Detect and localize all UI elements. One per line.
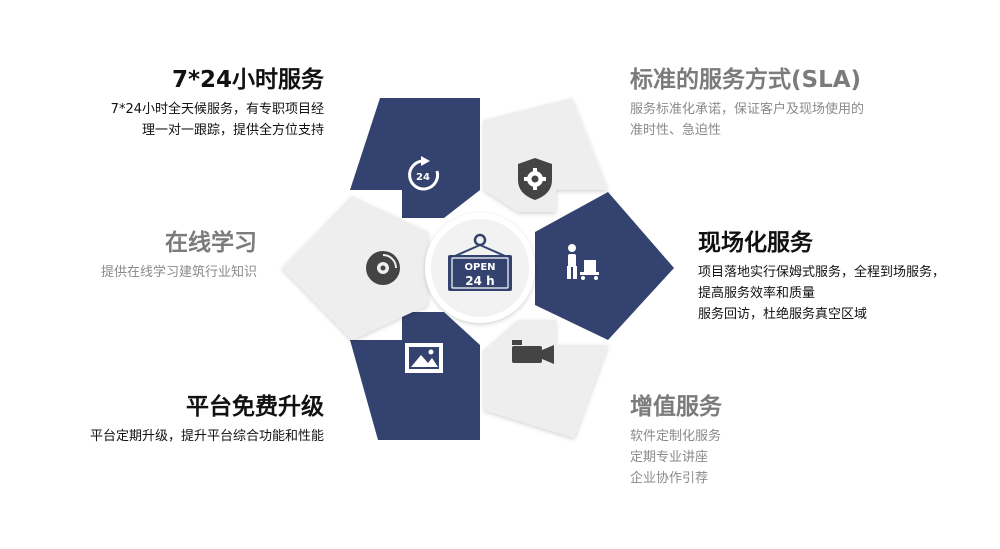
item-title: 在线学习 [165,230,257,256]
item-value-added: 增值服务 软件定制化服务 定期专业讲座 企业协作引荐 [630,392,722,489]
open-24h-sign-icon: OPEN 24 h [448,233,512,291]
item-desc-line: 提高服务效率和质量 [698,286,816,301]
item-desc-line: 平台定期升级，提升平台综合功能和性能 [89,429,324,444]
item-desc-line: 理一对一跟踪，提供全方位支持 [141,123,324,138]
item-desc-line: 服务回访，杜绝服务真空区域 [698,307,868,322]
sign-line-1: OPEN [464,262,495,273]
shield-gear-icon [518,158,552,200]
item-desc-line: 项目落地实行保姆式服务，全程到场服务， [698,265,946,280]
petal-sla [484,98,608,212]
item-desc-line: 服务标准化承诺，保证客户及现场使用的 [630,102,865,117]
delivery-worker-icon [567,244,599,280]
image-icon [405,343,443,373]
petal-value-added [484,320,608,438]
item-desc-line: 准时性、急迫性 [630,123,722,138]
item-free-upgrade: 平台免费升级 平台定期升级，提升平台综合功能和性能 [90,392,324,447]
petal-24h [350,98,480,218]
item-desc-line: 提供在线学习建筑行业知识 [100,265,257,280]
item-title: 增值服务 [630,394,722,420]
item-online-learning: 在线学习 提供在线学习建筑行业知识 [101,228,257,283]
item-desc-line: 定期专业讲座 [630,450,709,465]
svg-text:24: 24 [416,172,430,183]
24h-clock-icon: 24 [408,156,440,191]
sign-line-2: 24 h [465,274,494,288]
item-title: 平台免费升级 [186,394,324,420]
item-title: 现场化服务 [698,230,813,256]
petal-onsite [535,192,674,340]
item-desc-line: 企业协作引荐 [630,471,709,486]
petal-online-learning [282,196,428,340]
item-desc-line: 软件定制化服务 [630,429,722,444]
item-24h-service: 7*24小时服务 7*24小时全天候服务，有专职项目经 理一对一跟踪，提供全方位… [111,65,324,141]
item-desc-line: 7*24小时全天候服务，有专职项目经 [110,102,324,117]
item-title: 7*24小时服务 [171,67,324,93]
item-onsite-service: 现场化服务 项目落地实行保姆式服务，全程到场服务， 提高服务效率和质量 服务回访… [698,228,945,325]
item-sla: 标准的服务方式(SLA) 服务标准化承诺，保证客户及现场使用的 准时性、急迫性 [630,65,864,141]
disc-icon [366,251,400,285]
video-camera-icon [512,340,554,364]
petal-upgrade [350,312,480,440]
item-title: 标准的服务方式(SLA) [630,67,862,93]
